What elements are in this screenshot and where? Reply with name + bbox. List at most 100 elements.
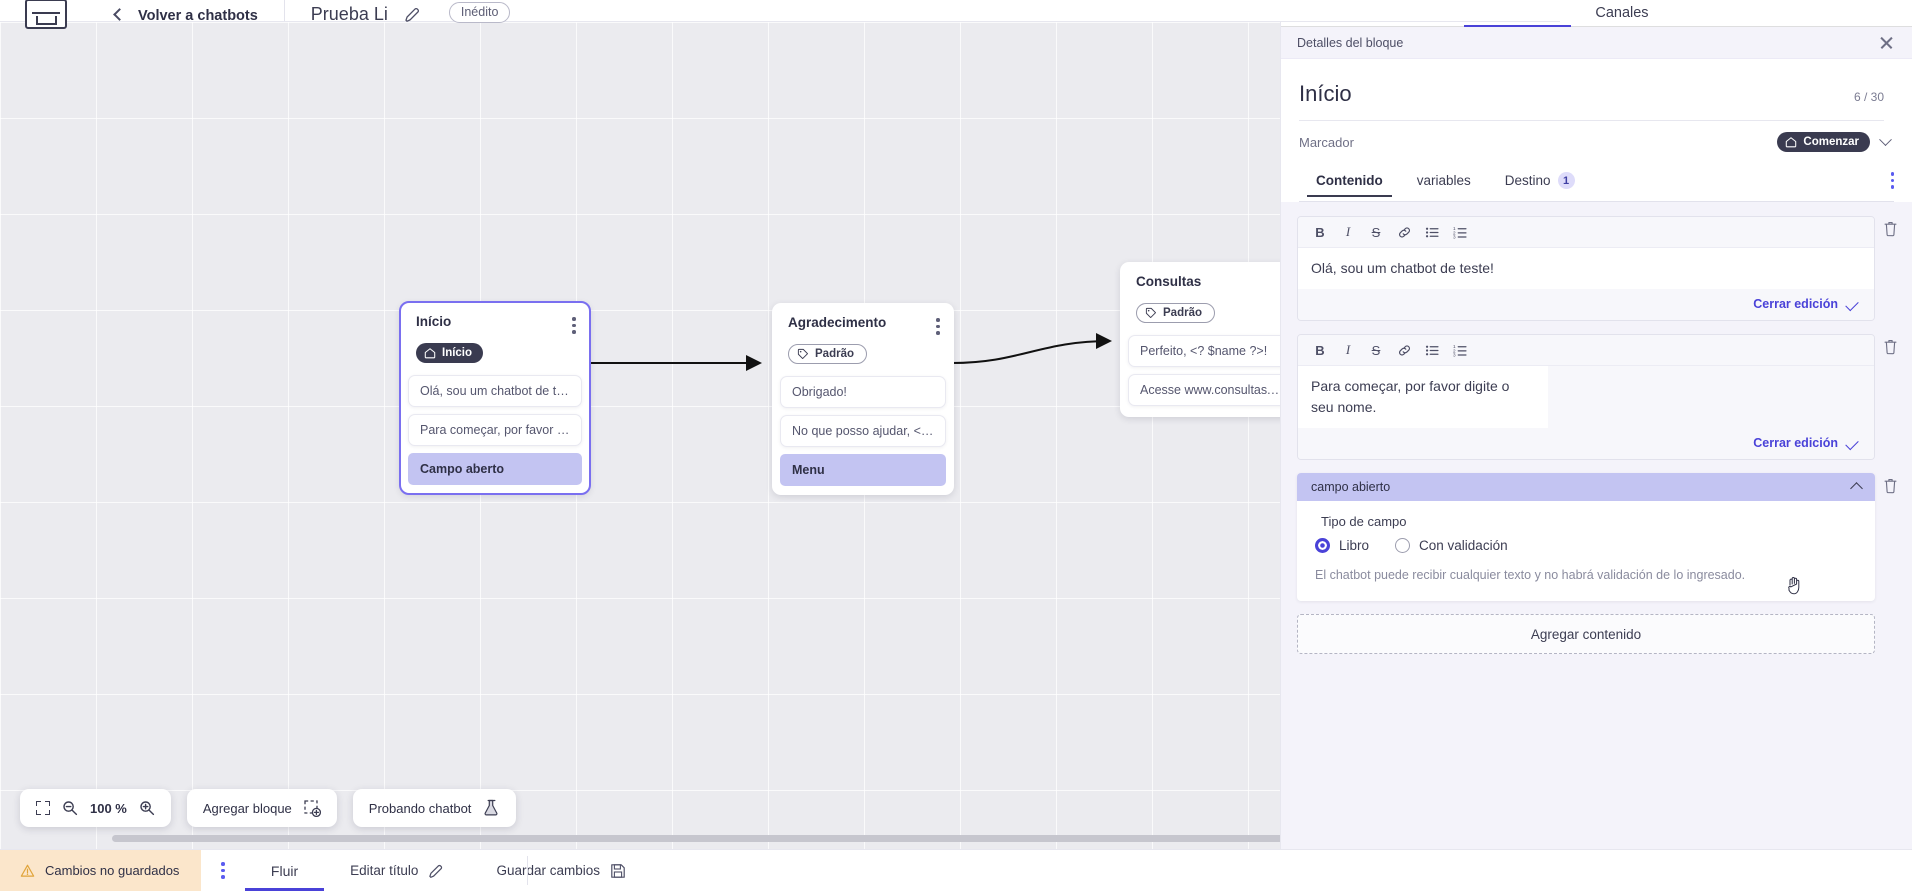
status-more-icon[interactable] [201, 850, 245, 891]
bold-button[interactable]: B [1315, 224, 1325, 240]
content-tabs: Contenido variables Destino 1 [1299, 168, 1894, 202]
radio-libro-dot[interactable] [1315, 538, 1330, 553]
panel-body: Início 6 / 30 Marcador Comenzar Contenid… [1281, 59, 1912, 849]
node-message[interactable]: Obrigado! [780, 375, 946, 408]
trash-icon[interactable] [1883, 477, 1898, 494]
tab-contenido[interactable]: Contenido [1299, 173, 1400, 197]
save-changes-label: Guardar cambios [496, 863, 600, 878]
node-message[interactable]: Olá, sou um chatbot de teste! [408, 374, 582, 407]
flask-icon [484, 799, 498, 816]
tab-destino[interactable]: Destino 1 [1488, 172, 1592, 197]
add-content-button[interactable]: Agregar contenido [1297, 614, 1875, 655]
zoom-controls: 100 % [20, 789, 171, 827]
node-message[interactable]: Perfeito, <? $name ?>! [1128, 334, 1300, 367]
field-type-label: Tipo de campo [1321, 514, 1407, 529]
save-changes-button[interactable]: Guardar cambios [470, 850, 652, 891]
node-messages: Olá, sou um chatbot de teste! Para começ… [400, 374, 590, 485]
flow-node-agradecimento[interactable]: Agradecimento Padrão Obrigado! No que po… [772, 303, 954, 495]
marker-control[interactable]: Comenzar [1777, 132, 1892, 152]
status-divider [527, 856, 528, 885]
node-messages: Obrigado! No que posso ajudar, <? $name … [772, 375, 954, 486]
node-menu-icon[interactable] [936, 315, 940, 335]
edit-title-button[interactable]: Editar título [324, 850, 470, 891]
flow-node-inicio[interactable]: Início Início Olá, sou um chatbot de tes… [399, 301, 591, 495]
node-badge-default: Padrão [788, 343, 867, 364]
back-to-chatbots-link[interactable]: Volver a chatbots [138, 8, 258, 24]
node-message[interactable]: Acesse www.consultas.com par... [1128, 373, 1300, 406]
node-message[interactable]: Para começar, por favor digite o ... [408, 413, 582, 446]
bullet-list-icon[interactable] [1418, 222, 1446, 242]
field-type-radios: Libro Con validación [1315, 538, 1857, 553]
open-field-block: campo abierto Tipo de campo Libro [1297, 473, 1898, 602]
status-tab-fluir[interactable]: Fluir [244, 850, 325, 891]
content-tabs-more-icon[interactable] [1890, 172, 1894, 197]
zoom-out-icon[interactable] [62, 800, 78, 816]
trash-icon[interactable] [1883, 220, 1898, 237]
canvas-horizontal-scrollbar[interactable] [0, 834, 1560, 843]
tab-variables-label: variables [1416, 173, 1471, 188]
edit-title-pencil-icon[interactable] [404, 6, 421, 23]
node-badge-row: Padrão [1120, 294, 1308, 324]
italic-button[interactable]: I [1345, 342, 1351, 357]
node-badge-row: Padrão [772, 335, 954, 365]
node-badge-row: Início [400, 334, 590, 364]
top-header: Volver a chatbots Prueba Li Inédito [0, 0, 1560, 29]
bullet-list-icon[interactable] [1418, 340, 1446, 360]
node-title: Início [416, 314, 452, 329]
editor-text[interactable]: Para começar, por favor digite o seu nom… [1298, 366, 1548, 428]
test-chatbot-button[interactable]: Probando chatbot [352, 789, 517, 827]
radio-con-validacion[interactable]: Con validación [1395, 538, 1508, 553]
fit-screen-icon[interactable] [36, 801, 50, 815]
marker-badge[interactable]: Comenzar [1777, 132, 1870, 152]
bold-button[interactable]: B [1315, 342, 1325, 358]
node-message[interactable]: No que posso ajudar, <? $name ... [780, 414, 946, 447]
tab-canales[interactable]: Canales [1595, 5, 1649, 21]
radio-con-validacion-dot[interactable] [1395, 538, 1411, 553]
canvas-toolbar: 100 % Agregar bloque Probando chatbot [20, 789, 517, 827]
radio-libro[interactable]: Libro [1315, 538, 1369, 553]
italic-button[interactable]: I [1345, 224, 1351, 239]
link-icon[interactable] [1390, 222, 1418, 242]
node-action[interactable]: Campo aberto [408, 452, 582, 485]
zoom-in-icon[interactable] [139, 800, 155, 816]
chevron-up-icon[interactable] [1850, 482, 1863, 495]
tag-icon [797, 348, 809, 359]
strikethrough-button[interactable]: S [1371, 224, 1381, 240]
add-block-button[interactable]: Agregar bloque [186, 789, 337, 827]
open-field-card-header[interactable]: campo abierto [1297, 473, 1875, 501]
svg-text:1: 1 [1453, 344, 1456, 349]
home-icon [424, 347, 436, 358]
panel-subheader-title: Detalles del bloque [1297, 35, 1404, 50]
publish-status-badge: Inédito [448, 2, 511, 23]
node-badge-start: Início [416, 342, 484, 363]
destino-count-badge: 1 [1557, 172, 1575, 189]
scrollbar-thumb[interactable] [112, 835, 1557, 842]
node-badge-label: Padrão [1163, 306, 1202, 319]
node-action[interactable]: Menu [780, 453, 946, 486]
block-title-row: Início 6 / 30 [1281, 59, 1912, 107]
link-icon[interactable] [1390, 340, 1418, 360]
marker-label: Marcador [1299, 134, 1354, 150]
brand-logo[interactable] [25, 0, 67, 29]
editor-footer[interactable]: Cerrar edición [1298, 289, 1874, 320]
strikethrough-button[interactable]: S [1371, 342, 1381, 358]
field-type-hint: El chatbot puede recibir cualquier texto… [1315, 568, 1746, 582]
close-icon[interactable] [1879, 35, 1894, 50]
node-title: Agradecimento [788, 315, 887, 330]
add-block-label: Agregar bloque [202, 800, 292, 816]
editor-footer[interactable]: Cerrar edición [1298, 428, 1874, 459]
close-edit-label: Cerrar edición [1753, 436, 1838, 450]
open-field-card: campo abierto Tipo de campo Libro [1297, 473, 1875, 602]
chevron-down-icon[interactable] [1879, 132, 1892, 146]
tab-variables[interactable]: variables [1400, 173, 1488, 196]
back-chevron-icon[interactable] [113, 8, 126, 21]
trash-icon[interactable] [1883, 338, 1898, 355]
node-menu-icon[interactable] [572, 314, 576, 334]
editor-text[interactable]: Olá, sou um chatbot de teste! [1298, 248, 1874, 289]
